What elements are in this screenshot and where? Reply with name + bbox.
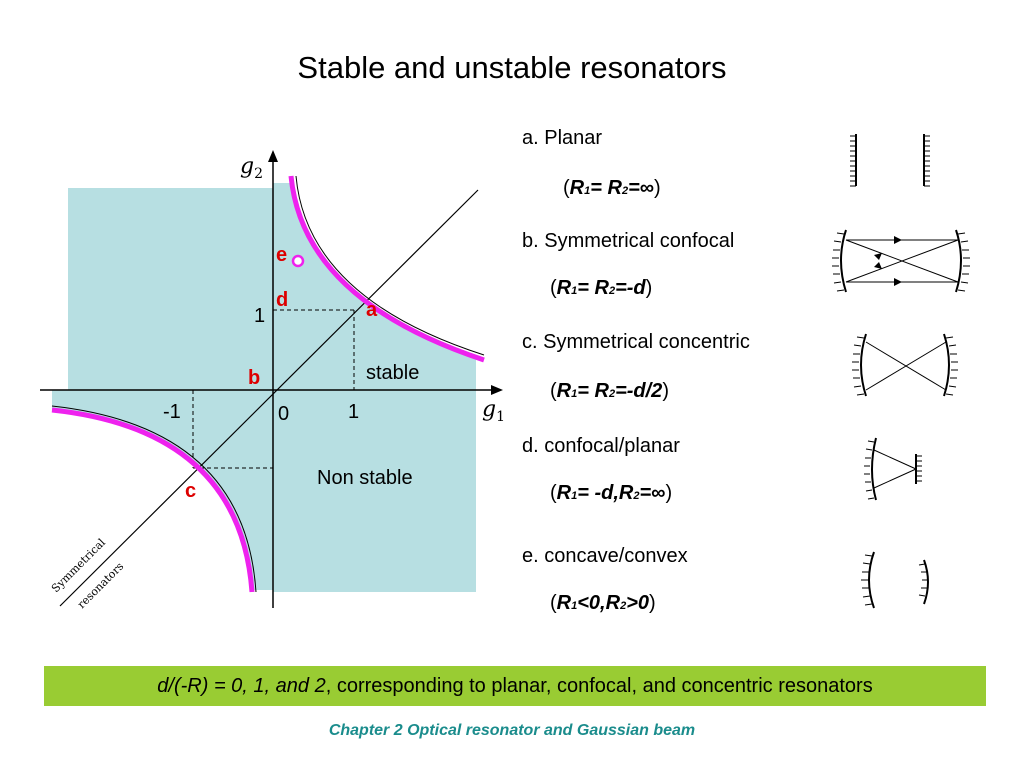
tick-zero: 0: [278, 403, 289, 425]
point-e-marker: [291, 254, 305, 268]
point-c-label: c: [185, 480, 196, 502]
confocal-planar-mirrors-icon: [864, 437, 922, 501]
resonator-a-label: a. Planar: [522, 127, 603, 149]
resonator-note-banner: d/(-R) = 0, 1, and 2, corresponding to p…: [44, 666, 986, 706]
resonator-c-formula: (R1= R2=-d/2): [550, 380, 669, 402]
hyperbola-lower: [51, 407, 255, 593]
tick-one-x: 1: [348, 401, 359, 423]
concentric-mirrors-icon: [852, 333, 958, 397]
unstable-mask-lower: [52, 410, 254, 592]
confocal-mirrors-icon: [832, 229, 970, 293]
slide-title: Stable and unstable resonators: [297, 50, 727, 85]
resonator-d-formula: (R1= -d,R2=∞): [550, 482, 673, 504]
planar-mirrors-icon: [850, 134, 930, 187]
resonator-c-label: c. Symmetrical concentric: [522, 331, 750, 353]
point-e-label: e: [276, 244, 287, 266]
hyperbola-lower-edge: [51, 405, 257, 593]
point-a-label: a: [366, 299, 378, 321]
note-text: , corresponding to planar, confocal, and…: [325, 675, 873, 697]
resonator-b-formula: (R1= R2=-d): [550, 277, 653, 299]
g1-label: g1: [482, 397, 505, 425]
stable-region-upper: [68, 188, 273, 390]
tick-one-y: 1: [254, 305, 265, 327]
slide-footer: Chapter 2 Optical resonator and Gaussian…: [328, 722, 696, 739]
concave-convex-mirrors-icon: [861, 551, 929, 609]
resonator-e-label: e. concave/convex: [522, 545, 688, 567]
tick-neg-one-x: -1: [163, 401, 181, 423]
point-b-label: b: [248, 367, 260, 389]
hyperbola-upper-edge: [295, 175, 485, 356]
unstable-mask-upper: [291, 176, 486, 360]
region-stable-label: stable: [366, 362, 419, 384]
resonator-b-label: b. Symmetrical confocal: [522, 230, 735, 252]
stable-region-lower: [273, 390, 476, 592]
region-non-stable-label: Non stable: [317, 467, 413, 489]
note-italic: d/(-R) = 0, 1, and 2: [157, 675, 326, 697]
resonator-a-formula: (R1= R2=∞): [563, 177, 661, 199]
point-d-label: d: [276, 289, 288, 311]
g1-arrow-icon: [491, 385, 503, 395]
g2-arrow-icon: [268, 150, 278, 162]
symmetrical-line: [59, 189, 479, 607]
g2-label: g2: [240, 154, 263, 182]
stability-diagram: g2 g1 1 -1 0 1 stable Non stable a b c d…: [40, 150, 505, 611]
resonator-e-formula: (R1<0,R2>0): [550, 592, 656, 614]
hyperbola-upper: [288, 175, 485, 363]
mirror-figures: [832, 134, 970, 609]
resonator-d-label: d. confocal/planar: [522, 435, 680, 457]
